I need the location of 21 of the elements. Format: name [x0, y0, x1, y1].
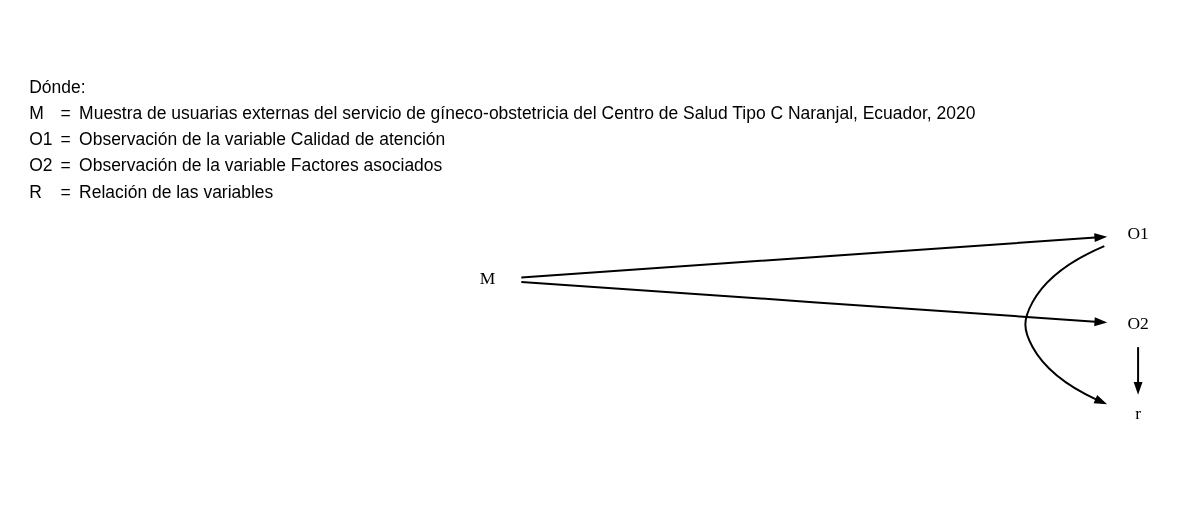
label: O2: [29, 155, 53, 176]
label: M: [29, 102, 44, 123]
node-text: r: [1135, 403, 1141, 424]
label: =: [60, 155, 71, 176]
arrow: [1024, 245, 1108, 405]
arrow: [520, 233, 1108, 279]
label: =: [60, 102, 71, 123]
node-text: O1: [1127, 223, 1149, 244]
label: Dónde:: [29, 76, 86, 97]
label: =: [60, 181, 71, 202]
label: =: [60, 129, 71, 150]
label: O1: [29, 129, 53, 150]
arrow: [520, 280, 1108, 327]
label: Observación de la variable Factores asociados: [79, 155, 443, 176]
label: Observación de la variable Calidad de atención: [79, 129, 446, 150]
node-text: O2: [1127, 313, 1149, 334]
label: Muestra de usuarias externas del servicio de gíneco-obstetricia del Centro de Salud Tipo C Naranjal, Ecuador, 2020: [79, 102, 976, 123]
node-text: M: [479, 268, 496, 289]
label: R: [29, 181, 42, 202]
label: Relación de las variables: [79, 181, 274, 202]
arrow: [1133, 346, 1143, 395]
